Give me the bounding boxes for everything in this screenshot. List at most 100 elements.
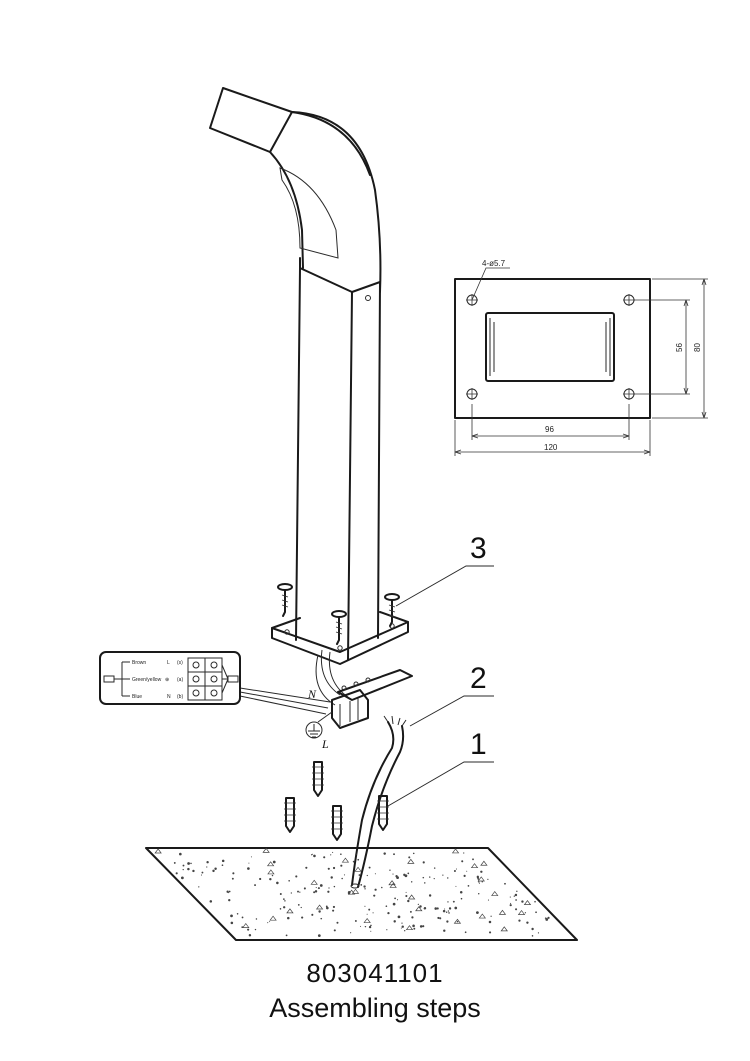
aggregate-dot: [433, 867, 436, 869]
aggregate-dot: [317, 934, 321, 938]
aggregate-dot: [359, 925, 362, 927]
aggregate-dot: [226, 890, 229, 893]
aggregate-dot: [481, 881, 483, 883]
aggregate-dot: [340, 864, 343, 867]
aggregate-dot: [439, 917, 442, 920]
aggregate-dot: [231, 877, 234, 880]
wiring-diagram-frame: [99, 651, 241, 705]
aggregate-dot: [487, 899, 490, 901]
aggregate-dot: [386, 929, 388, 931]
aggregate-mark: [498, 909, 507, 915]
anchor: [312, 761, 324, 797]
aggregate-dot: [360, 883, 363, 886]
aggregate-dot: [283, 906, 286, 909]
aggregate-dot: [259, 877, 262, 881]
wire-code-label: (a): [177, 677, 183, 683]
dim-overall-height: 80: [693, 343, 702, 352]
aggregate-dot: [315, 886, 317, 889]
aggregate-dot: [368, 925, 372, 929]
aggregate-dot: [478, 882, 481, 884]
aggregate-dot: [463, 874, 466, 877]
aggregate-dot: [408, 856, 411, 859]
aggregate-dot: [180, 876, 184, 880]
aggregate-mark: [389, 882, 397, 888]
aggregate-dot: [248, 862, 250, 864]
aggregate-mark: [405, 925, 414, 931]
aggregate-dot: [326, 906, 329, 910]
aggregate-dot: [490, 915, 492, 917]
aggregate-dot: [182, 864, 185, 867]
aggregate-dot: [325, 905, 328, 908]
aggregate-dot: [285, 934, 288, 937]
aggregate-dot: [409, 910, 412, 913]
wire-color-label: Blue: [132, 694, 142, 700]
aggregate-dot: [514, 893, 518, 897]
aggregate-dot: [341, 877, 343, 880]
screw: [331, 610, 347, 645]
base-plate: [271, 621, 409, 665]
aggregate-dot: [357, 858, 360, 861]
aggregate-dot: [446, 920, 449, 923]
base-plate-dimension-drawing: 4-ø5.7 96 120 56 80: [454, 259, 708, 456]
aggregate-dot: [350, 932, 352, 934]
aggregate-dot: [453, 870, 456, 873]
plate-cutout: [485, 312, 615, 382]
aggregate-mark: [354, 866, 362, 872]
aggregate-dot: [515, 908, 518, 911]
aggregate-dot: [241, 916, 244, 919]
mounting-hole-icon: [623, 388, 635, 400]
aggregate-dot: [518, 919, 521, 922]
aggregate-dot: [247, 928, 250, 931]
anchor: [284, 797, 296, 833]
aggregate-dot: [466, 870, 468, 872]
aggregate-dot: [363, 885, 366, 888]
aggregate-dot: [521, 900, 524, 903]
aggregate-dot: [422, 925, 425, 928]
aggregate-mark: [453, 918, 462, 924]
aggregate-dot: [478, 893, 480, 895]
aggregate-dot: [221, 864, 224, 867]
aggregate-dot: [370, 930, 372, 932]
aggregate-dot: [392, 873, 394, 875]
aggregate-dot: [247, 867, 250, 870]
aggregate-dot: [212, 869, 215, 873]
aggregate-dot: [516, 890, 518, 892]
aggregate-dot: [190, 862, 192, 865]
wire-terminal-label: L: [167, 660, 170, 666]
aggregate-dot: [368, 908, 371, 911]
aggregate-mark: [415, 906, 423, 912]
aggregate-dot: [311, 913, 314, 916]
screws: [277, 583, 400, 645]
aggregate-dot: [524, 912, 527, 914]
aggregate-dot: [383, 852, 386, 855]
aggregate-dot: [366, 913, 368, 915]
aggregate-dot: [477, 878, 480, 880]
aggregate-dot: [513, 895, 515, 897]
aggregate-dot: [327, 867, 330, 870]
aggregate-dot: [279, 893, 282, 896]
aggregate-dot: [459, 891, 463, 894]
aggregate-dot: [456, 920, 459, 923]
aggregate-dot: [488, 920, 492, 924]
wiring-row-brown: Brown L (s): [132, 660, 183, 666]
aggregate-dot: [333, 885, 336, 888]
aggregate-dot: [276, 881, 279, 885]
aggregate-dot: [447, 877, 449, 879]
aggregate-dot: [336, 921, 339, 924]
aggregate-dot: [412, 852, 415, 855]
aggregate-dot: [248, 934, 252, 937]
aggregate-mark: [478, 913, 487, 919]
aggregate-dot: [201, 871, 204, 874]
model-number: 803041101: [306, 958, 444, 988]
aggregate-dot: [173, 861, 176, 864]
aggregate-dot: [436, 907, 439, 910]
aggregate-dot: [297, 890, 299, 893]
hole-spec-label: 4-ø5.7: [482, 259, 506, 268]
dim-hole-spacing-height: 56: [675, 343, 684, 352]
aggregate-dot: [364, 905, 366, 907]
callout-number: 2: [470, 662, 487, 695]
aggregate-dot: [250, 856, 252, 858]
aggregate-dot: [400, 927, 402, 929]
aggregate-dot: [454, 906, 458, 910]
aggregate-dot: [472, 858, 474, 861]
